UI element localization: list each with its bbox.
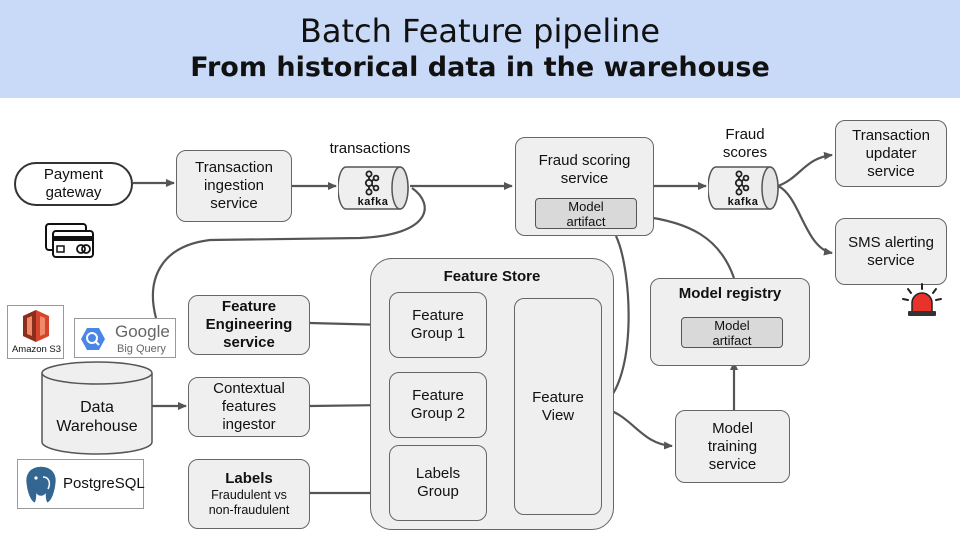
data-warehouse-node[interactable]: Data Warehouse xyxy=(40,360,154,456)
transaction-updater-label: Transaction updater service xyxy=(852,126,930,180)
kafka-icon xyxy=(337,166,409,210)
feature-view-node[interactable]: Feature View xyxy=(514,298,602,515)
page-subtitle: From historical data in the warehouse xyxy=(190,52,770,83)
sms-alerting-node[interactable]: SMS alerting service xyxy=(835,218,947,285)
feature-group-1-node[interactable]: Feature Group 1 xyxy=(389,292,487,358)
transactions-topic-label: transactions xyxy=(329,140,411,157)
contextual-features-label: Contextual features ingestor xyxy=(213,380,285,433)
header-banner: Batch Feature pipeline From historical d… xyxy=(0,0,960,98)
fraud-scores-topic-label: Fraud scores xyxy=(722,126,768,161)
amazon-s3-logo: Amazon S3 xyxy=(7,305,64,359)
alarm-siren-icon xyxy=(900,282,944,318)
feature-store-title: Feature Store xyxy=(443,268,541,285)
model-artifact-label: Model artifact xyxy=(566,198,606,229)
feature-group-1-label: Feature Group 1 xyxy=(410,307,466,342)
fraud-scoring-label: Fraud scoring service xyxy=(538,152,631,187)
data-warehouse-label: Data Warehouse xyxy=(56,399,138,435)
model-training-node[interactable]: Model training service xyxy=(675,410,790,483)
model-registry-label: Model registry xyxy=(678,285,782,302)
labels-group-node[interactable]: Labels Group xyxy=(389,445,487,521)
feature-engineering-node[interactable]: Feature Engineering service xyxy=(188,295,310,355)
model-registry-node[interactable]: Model registry xyxy=(650,278,810,366)
kafka-transactions-topic[interactable]: kafka xyxy=(337,165,410,211)
google-bigquery-logo: Google Big Query xyxy=(74,318,176,358)
model-training-label: Model training service xyxy=(707,419,758,473)
registry-model-artifact[interactable]: Model artifact xyxy=(681,317,783,348)
kafka-fraud-scores-topic[interactable]: kafka xyxy=(707,165,780,211)
feature-view-label: Feature View xyxy=(532,388,584,424)
arrow-kafka-to-sms xyxy=(777,184,833,256)
arrow-kafka-to-updater xyxy=(777,151,833,188)
credit-card-icon xyxy=(44,222,96,260)
google-wordmark: Google xyxy=(115,322,170,341)
labels-group-label: Labels Group xyxy=(415,465,461,500)
feature-group-2-label: Feature Group 2 xyxy=(410,387,466,422)
postgresql-wordmark: PostgreSQL xyxy=(63,475,145,492)
transaction-ingestion-node[interactable]: Transaction ingestion service xyxy=(176,150,292,222)
fraud-scoring-model-artifact[interactable]: Model artifact xyxy=(535,198,637,229)
aws-s3-icon xyxy=(23,310,49,342)
payment-gateway-node[interactable]: Payment gateway xyxy=(14,162,133,206)
labels-node[interactable]: Labels Fraudulent vs non-fraudulent xyxy=(188,459,310,529)
database-cylinder-icon xyxy=(41,361,153,455)
contextual-features-node[interactable]: Contextual features ingestor xyxy=(188,377,310,437)
labels-subtitle: Fraudulent vs non-fraudulent xyxy=(208,488,290,517)
kafka-wordmark: kafka xyxy=(357,196,389,208)
labels-title: Labels xyxy=(225,470,273,487)
bigquery-icon xyxy=(81,328,105,350)
model-artifact-label: Model artifact xyxy=(712,317,752,348)
postgresql-elephant-icon xyxy=(24,465,58,504)
feature-engineering-label: Feature Engineering service xyxy=(205,298,293,351)
arrow-registry-to-fraud-model-artifact xyxy=(639,212,736,279)
sms-alerting-label: SMS alerting service xyxy=(848,233,934,269)
transaction-updater-node[interactable]: Transaction updater service xyxy=(835,120,947,187)
amazon-s3-text: Amazon S3 xyxy=(11,344,62,355)
kafka-wordmark: kafka xyxy=(727,196,759,208)
transaction-ingestion-label: Transaction ingestion service xyxy=(195,159,273,212)
payment-gateway-label: Payment gateway xyxy=(43,166,104,201)
postgresql-logo: PostgreSQL xyxy=(17,459,145,509)
feature-group-2-node[interactable]: Feature Group 2 xyxy=(389,372,487,438)
page-title: Batch Feature pipeline xyxy=(299,12,661,50)
big-query-wordmark: Big Query xyxy=(117,343,166,355)
kafka-icon xyxy=(707,166,779,210)
